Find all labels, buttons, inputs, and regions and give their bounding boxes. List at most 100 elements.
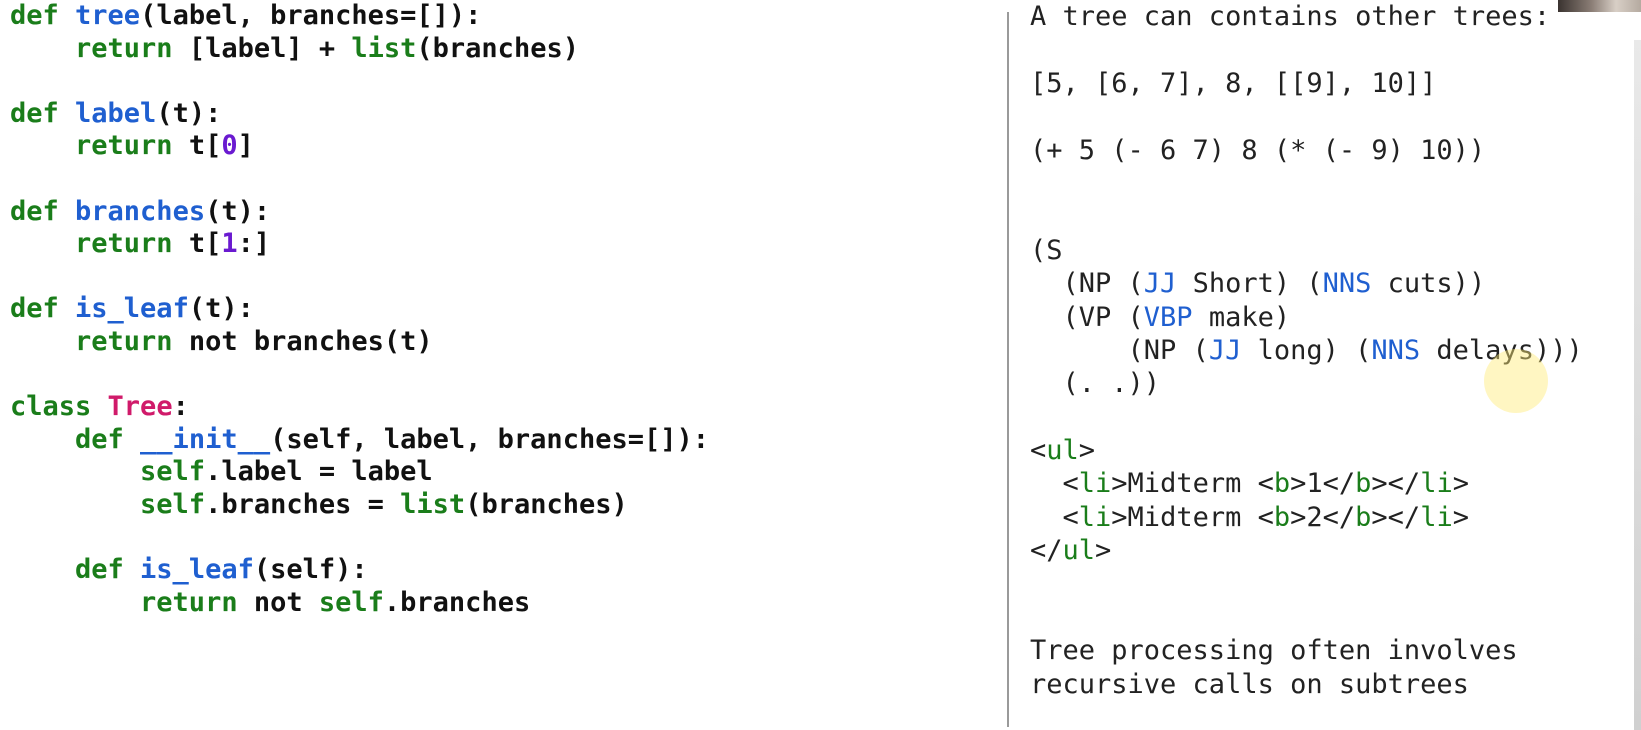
notes-line-token: (NP ( xyxy=(1030,334,1209,366)
notes-line-token: (NP ( xyxy=(1030,268,1144,300)
code-line-token: list xyxy=(400,488,466,520)
code-line-token: tree xyxy=(75,0,141,31)
code-line: self.label = label xyxy=(10,456,709,489)
notes-line: [5, [6, 7], 8, [[9], 10]] xyxy=(1030,67,1583,100)
notes-line: (NP (JJ Short) (NNS cuts)) xyxy=(1030,267,1583,300)
code-line-token: not xyxy=(188,325,254,357)
code-line-token: self xyxy=(10,456,206,488)
code-line-token: return xyxy=(10,32,189,64)
code-line-token: def xyxy=(10,423,141,455)
code-line-token: list xyxy=(351,32,417,64)
notes-line-token: recursive calls on subtrees xyxy=(1030,668,1469,700)
code-line xyxy=(10,163,709,196)
notes-line xyxy=(1030,200,1583,233)
notes-line-token: b xyxy=(1273,501,1291,533)
notes-line-token: ul xyxy=(1046,435,1079,467)
notes-line-token: (+ 5 (- 6 7) 8 (* (- 9) 10)) xyxy=(1030,134,1486,166)
code-line-token: :] xyxy=(237,228,271,260)
notes-line xyxy=(1030,568,1583,601)
notes-line-token: li xyxy=(1078,468,1112,500)
notes-line-token: b xyxy=(1355,501,1372,533)
code-line-token: (t): xyxy=(188,293,254,325)
code-line-token: def xyxy=(10,195,76,227)
notes-line: <li>Midterm <b>1</b></li> xyxy=(1030,467,1583,500)
notes-line: (S xyxy=(1030,234,1583,267)
code-line-token: 0 xyxy=(221,130,238,162)
code-line: def branches(t): xyxy=(10,196,709,229)
notes-line: <ul> xyxy=(1030,434,1583,467)
code-line-token: [label] + xyxy=(188,32,352,64)
code-line-token: def xyxy=(10,293,76,325)
code-line-token: self xyxy=(318,586,384,618)
code-line-token: branches(t) xyxy=(253,325,433,357)
notes-line-token: ></ xyxy=(1371,501,1421,533)
notes-line-token: (. .)) xyxy=(1030,368,1161,400)
code-line-token: (label, branches=[]): xyxy=(140,0,482,31)
code-line: return not self.branches xyxy=(10,587,709,620)
notes-line-token: JJ xyxy=(1208,334,1242,366)
notes-line-token: > xyxy=(1078,435,1096,467)
notes-line: (NP (JJ long) (NNS delays))) xyxy=(1030,334,1583,367)
notes-line-token: < xyxy=(1030,435,1047,467)
notes-line: recursive calls on subtrees xyxy=(1030,668,1583,701)
notes-line-token: ></ xyxy=(1371,468,1421,500)
code-line-token: def xyxy=(10,97,76,129)
code-line-token: (branches) xyxy=(416,32,579,64)
code-line-token: .label = label xyxy=(205,456,433,488)
notes-line-token: NNS xyxy=(1322,268,1372,300)
notes-line-token: > xyxy=(1452,501,1469,533)
code-line: self.branches = list(branches) xyxy=(10,489,709,522)
code-line-token: branches xyxy=(75,195,206,227)
notes-line-token: >1</ xyxy=(1290,468,1356,500)
code-line-token: return xyxy=(10,586,254,618)
code-line: def __init__(self, label, branches=[]): xyxy=(10,424,709,457)
code-line: return t[0] xyxy=(10,130,709,163)
notes-line: (VP (VBP make) xyxy=(1030,301,1583,334)
code-line-token: is_leaf xyxy=(75,293,189,325)
code-line-token: ] xyxy=(237,130,254,162)
webcam-thumbnail xyxy=(1558,0,1641,12)
notes-line xyxy=(1030,100,1583,133)
notes-line-token: b xyxy=(1355,468,1372,500)
notes-line-token: JJ xyxy=(1143,268,1177,300)
notes-line-token: cuts)) xyxy=(1371,268,1486,300)
code-line xyxy=(10,65,709,98)
scrollbar[interactable] xyxy=(1634,40,1641,730)
code-line-token: (t): xyxy=(156,97,222,129)
code-line: def label(t): xyxy=(10,98,709,131)
code-line: return [label] + list(branches) xyxy=(10,33,709,66)
notes-line-token: NNS xyxy=(1371,334,1421,366)
code-line-token: (self): xyxy=(253,554,368,586)
code-line-token: t[ xyxy=(188,130,222,162)
code-line-token: Tree xyxy=(107,391,173,423)
code-line: class Tree: xyxy=(10,391,709,424)
code-line-token: (t): xyxy=(205,195,271,227)
notes-line-token: li xyxy=(1420,468,1453,500)
code-line-token: is_leaf xyxy=(140,554,254,586)
code-line-token: def xyxy=(10,554,141,586)
code-line-token: (branches) xyxy=(465,488,628,520)
code-line-token: def xyxy=(10,0,76,31)
notes-line-token: > xyxy=(1095,535,1112,567)
cursor-highlight xyxy=(1484,349,1548,413)
notes-line-token: >Midterm < xyxy=(1111,501,1274,533)
notes-line-token: make) xyxy=(1192,301,1291,333)
notes-line xyxy=(1030,601,1583,634)
code-line xyxy=(10,359,709,392)
code-line-token: class xyxy=(10,391,108,423)
notes-panel: A tree can contains other trees: [5, [6,… xyxy=(1030,0,1583,701)
notes-line xyxy=(1030,33,1583,66)
code-line-token: not xyxy=(253,586,319,618)
notes-line-token: delays))) xyxy=(1420,334,1583,366)
notes-line-token: Short) ( xyxy=(1176,268,1323,300)
notes-line-token: > xyxy=(1452,468,1469,500)
notes-line-token: < xyxy=(1030,468,1079,500)
code-line: return t[1:] xyxy=(10,228,709,261)
notes-line-token: A tree can contains other trees: xyxy=(1030,1,1551,32)
code-line-token: : xyxy=(172,391,189,423)
notes-line xyxy=(1030,167,1583,200)
notes-line-token: >Midterm < xyxy=(1111,468,1274,500)
notes-line-token: < xyxy=(1030,501,1079,533)
code-line xyxy=(10,261,709,294)
notes-line: <li>Midterm <b>2</b></li> xyxy=(1030,501,1583,534)
